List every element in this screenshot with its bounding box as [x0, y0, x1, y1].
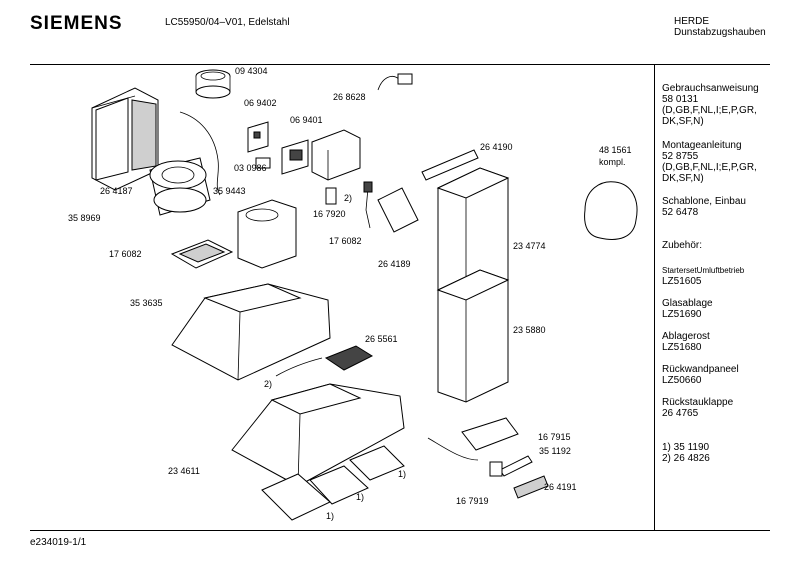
hood-shell-upper: [172, 284, 330, 380]
sidebar-entry-install-manual: Montageanleitung 52 8755 (D,GB,F,NL,I;E,…: [662, 140, 757, 184]
sidebar-entry-rack: Ablagerost LZ51680: [662, 331, 710, 353]
light-cover-353635: [172, 240, 232, 268]
entry-line: (D,GB,F,NL,I;E,P,GR,: [662, 162, 757, 173]
entry-line: LZ50660: [662, 375, 702, 386]
motor-mount-plate: [238, 200, 296, 268]
model-title: LC55950/04–V01, Edelstahl: [165, 17, 290, 28]
category-line-1: HERDE: [674, 16, 710, 27]
cable-359443: [180, 112, 220, 195]
callout-094304: 09 4304: [235, 66, 268, 76]
callout-234774: 23 4774: [513, 241, 546, 251]
entry-title: Schablone, Einbau: [662, 196, 746, 207]
chimney-bracket-264190: [422, 150, 478, 180]
callout-176082-upper: 17 6082: [329, 236, 362, 246]
callout-265561: 26 5561: [365, 334, 398, 344]
callout-176082-lower: 17 6082: [109, 249, 142, 259]
entry-line: LZ51690: [662, 309, 702, 320]
entry-title: Zubehör:: [662, 240, 703, 251]
callout-167920: 16 7920: [313, 209, 346, 219]
callout-167915: 16 7915: [538, 432, 571, 442]
callout-264191: 26 4191: [544, 482, 577, 492]
lamp-holder-167920: [326, 188, 336, 204]
entry-title: Ablagerost: [662, 331, 710, 342]
callout-2a: 2): [344, 193, 353, 203]
sidebar-accessories-heading: Zubehör:: [662, 240, 702, 251]
entry-title: Montageanleitung: [662, 140, 742, 151]
lamp-cover-167919: [490, 462, 502, 476]
entry-title: StartersetUmluftbetrieb: [662, 266, 745, 275]
callout-1b: 1): [356, 492, 365, 502]
tube-lamp-351192: [500, 456, 532, 476]
filter-frame-264187: [92, 88, 158, 190]
sidebar-footnotes: 1) 35 1190 2) 26 4826: [662, 442, 710, 464]
grease-filter-b: [310, 466, 368, 504]
callout-268628: 26 8628: [333, 92, 366, 102]
entry-title: Glasablage: [662, 298, 713, 309]
cable-176082-upper: [366, 188, 370, 228]
entry-line: (D,GB,F,NL,I;E,P,GR,: [662, 105, 757, 116]
callout-481561: 48 1561: [599, 145, 632, 155]
header-divider: [30, 64, 770, 65]
grease-filter-c: [350, 446, 404, 480]
callout-359443: 35 9443: [213, 186, 246, 196]
entry-line: DK,SF,N): [662, 116, 704, 127]
category-label: HERDE Dunstabzugshauben: [674, 16, 766, 38]
callout-264189: 26 4189: [378, 259, 411, 269]
entry-line: LZ51605: [662, 276, 702, 287]
callout-167919: 16 7919: [456, 496, 489, 506]
category-line-2: Dunstabzugshauben: [674, 27, 766, 38]
document-id: e234019-1/1: [30, 537, 87, 548]
callout-351192: 35 1192: [539, 446, 571, 456]
callout-234611: 23 4611: [168, 466, 200, 476]
callout-358969: 35 8969: [68, 213, 101, 223]
sidebar-entry-back-panel: Rückwandpaneel LZ50660: [662, 364, 739, 386]
blower-unit-358969: [150, 158, 210, 215]
kit-bag-481561: [585, 182, 637, 240]
callout-353635: 35 3635: [130, 298, 163, 308]
switch-030986: [256, 158, 270, 168]
callout-1c: 1): [326, 511, 335, 521]
lamp-cable: [428, 438, 478, 460]
entry-title: Rückstauklappe: [662, 397, 734, 408]
callout-481561-kompl: kompl.: [599, 157, 626, 167]
housing-bracket-268628: [312, 130, 360, 180]
sidebar-entry-starter-set: StartersetUmluftbetrieb LZ51605: [662, 265, 744, 287]
switch-block-069401: [282, 140, 308, 174]
footnote-1: 1) 35 1190: [662, 442, 710, 453]
callout-235880: 23 5880: [513, 325, 546, 335]
sidebar-entry-user-manual: Gebrauchsanweisung 58 0131 (D,GB,F,NL,I;…: [662, 83, 759, 127]
callout-030986: 03 0986: [234, 163, 267, 173]
lamp-housing-167915: [462, 418, 518, 450]
entry-line: 26 4765: [662, 408, 699, 419]
entry-title: Rückwandpaneel: [662, 364, 739, 375]
entry-line: DK,SF,N): [662, 173, 704, 184]
control-board-069402: [248, 122, 268, 152]
power-plug: [378, 74, 412, 90]
entry-title: Gebrauchsanweisung: [662, 83, 759, 94]
cable-lower: [276, 358, 322, 376]
entry-line: 58 0131: [662, 94, 699, 105]
entry-line: 52 6478: [662, 207, 699, 218]
sidebar-entry-backflow-flap: Rückstauklappe 26 4765: [662, 397, 733, 419]
sidebar-entry-template: Schablone, Einbau 52 6478: [662, 196, 746, 218]
callout-069401: 06 9401: [290, 115, 323, 125]
entry-line: LZ51680: [662, 342, 702, 353]
callout-2b: 2): [264, 379, 273, 389]
control-panel-265561: [326, 346, 372, 370]
sidebar-entry-glass-shelf: Glasablage LZ51690: [662, 298, 713, 320]
callout-069402: 06 9402: [244, 98, 277, 108]
lower-chimney-235880: [438, 270, 508, 402]
footer-divider: [30, 530, 770, 531]
grease-filter-264189: [378, 188, 418, 232]
duct-ring-094304: [196, 70, 230, 98]
entry-line: 52 8755: [662, 151, 699, 162]
footnote-2: 2) 26 4826: [662, 453, 710, 464]
glass-strip-264191: [514, 476, 548, 498]
sidebar-divider: [654, 64, 655, 530]
callout-1a: 1): [398, 469, 407, 479]
callout-264187: 26 4187: [100, 186, 133, 196]
brand-logo: SIEMENS: [30, 13, 123, 34]
callout-264190: 26 4190: [480, 142, 513, 152]
